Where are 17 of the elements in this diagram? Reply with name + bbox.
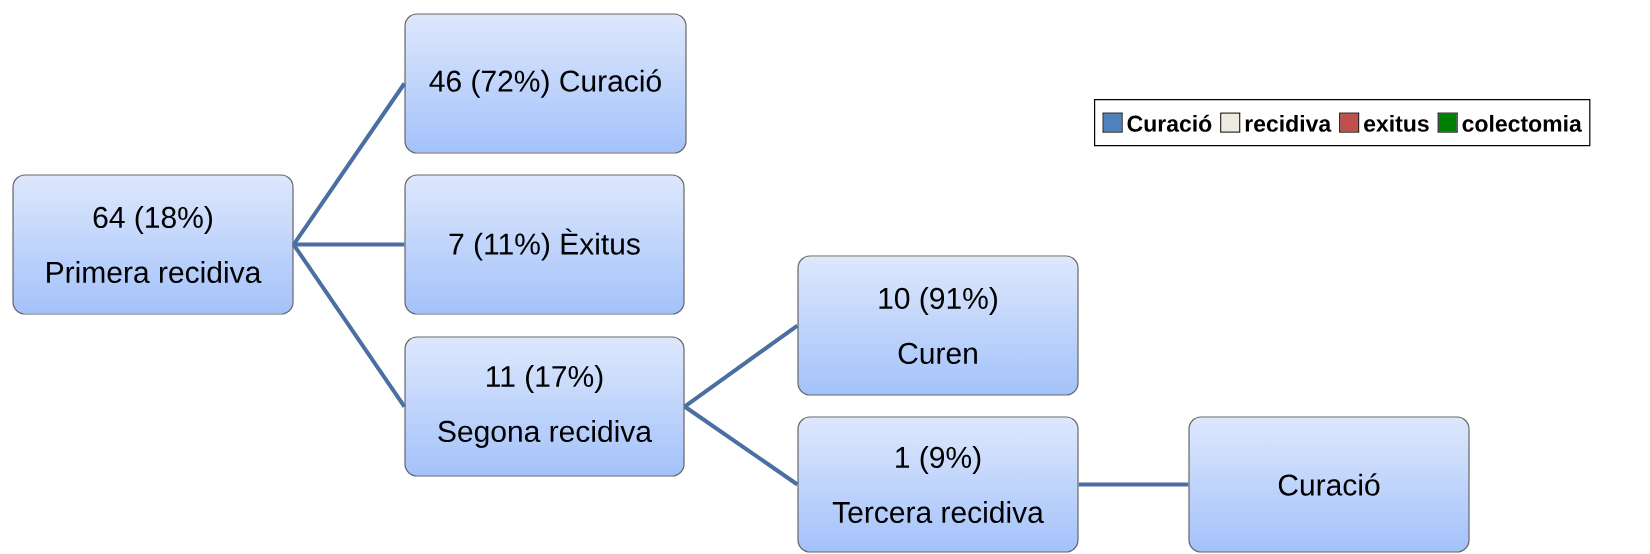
legend-label: colectomia	[1462, 114, 1582, 132]
process-box: 7 (11%) Èxitus	[404, 174, 685, 315]
connector-line	[683, 404, 799, 487]
legend-label: Curació	[1127, 114, 1212, 132]
connector-line	[291, 82, 407, 246]
process-box: 10 (91%) Curen	[797, 255, 1079, 396]
legend-label: exitus	[1364, 114, 1429, 132]
connector-line	[293, 242, 405, 247]
connector-line	[1078, 482, 1189, 487]
process-box: 64 (18%) Primera recidiva	[12, 174, 294, 315]
legend-label: recidiva	[1245, 114, 1332, 132]
process-box: 46 (72%) Curació	[404, 13, 687, 154]
connector-line	[291, 243, 407, 408]
process-box: 1 (9%) Tercera recidiva	[797, 416, 1079, 553]
process-box: Curació	[1188, 416, 1470, 553]
connector-line	[683, 323, 799, 409]
process-box: 11 (17%) Segona recidiva	[404, 336, 685, 477]
